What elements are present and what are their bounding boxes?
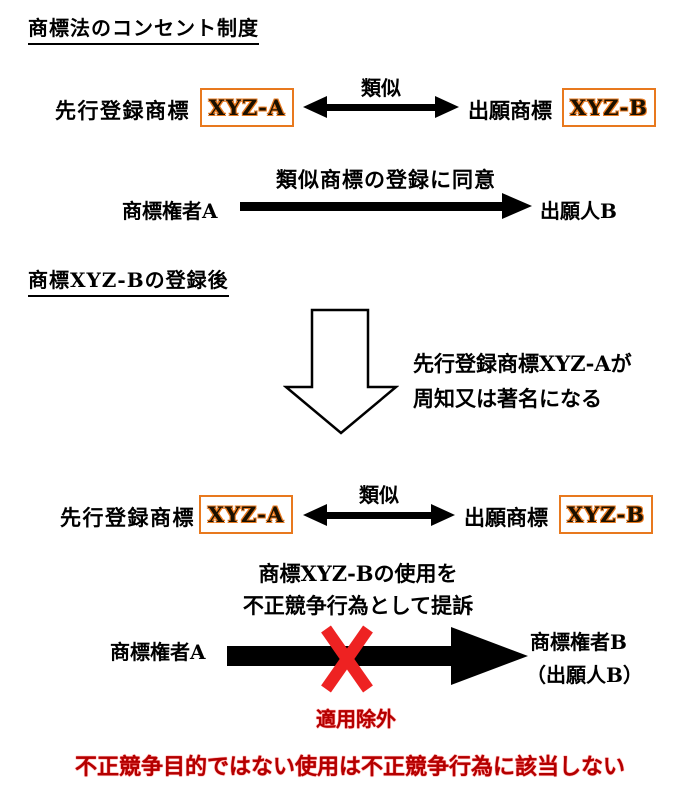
prior-registered-mark-label: 先行登録商標 (55, 98, 190, 123)
trademark-owner-b-line1: 商標権者B (530, 630, 627, 654)
applied-mark-label: 出願商標 (468, 98, 552, 123)
down-arrow (283, 308, 399, 435)
arrow-shaft (240, 201, 502, 211)
mark-text-xyz-a-2: XYZ-A (207, 502, 285, 527)
well-known-note-line2: 周知又は著名になる (413, 386, 602, 411)
prior-registered-mark-label-2: 先行登録商標 (60, 505, 195, 530)
lawsuit-caption-line2: 不正競争行為として提訴 (242, 593, 474, 618)
trademark-owner-a-label-2: 商標権者A (110, 640, 206, 664)
arrow-left-head (303, 504, 327, 526)
applicant-b-label: 出願人B (540, 199, 617, 223)
trademark-owner-a-label: 商標権者A (122, 199, 218, 223)
arrow-shaft (327, 103, 435, 111)
cross-x-icon (321, 625, 373, 693)
arrow-right-head (502, 193, 532, 219)
mark-box-xyz-a-2: XYZ-A (199, 495, 293, 534)
arrow-right-head (431, 504, 455, 526)
mark-text-xyz-b-2: XYZ-B (566, 502, 646, 527)
arrow-shaft (327, 511, 431, 519)
mark-box-xyz-b-2: XYZ-B (559, 495, 653, 534)
similarity-label: 類似 (361, 76, 401, 100)
consent-arrow (240, 193, 532, 219)
similarity-double-arrow-2 (303, 504, 455, 526)
footer-note: 不正競争目的ではない使用は不正競争行為に該当しない (74, 754, 625, 780)
mark-box-xyz-a: XYZ-A (200, 88, 294, 127)
applied-mark-label-2: 出願商標 (464, 505, 548, 530)
mark-box-xyz-b: XYZ-B (562, 88, 656, 127)
mark-text-xyz-a: XYZ-A (208, 95, 286, 120)
trademark-owner-b-label: 商標権者B （出願人B） (526, 626, 643, 692)
diagram-title: 商標法のコンセント制度 (28, 12, 259, 45)
mark-text-xyz-b: XYZ-B (569, 95, 649, 120)
consent-arrow-caption: 類似商標の登録に同意 (276, 167, 496, 192)
exclusion-label: 適用除外 (316, 707, 396, 731)
similarity-label-2: 類似 (359, 483, 399, 507)
trademark-owner-b-line2: （出願人B） (526, 663, 643, 687)
lawsuit-caption: 商標XYZ-Bの使用を 不正競争行為として提訴 (228, 558, 488, 622)
arrow-right-head (451, 627, 528, 685)
after-registration-heading: 商標XYZ-Bの登録後 (28, 264, 229, 297)
lawsuit-arrow (227, 627, 528, 685)
well-known-note-line1: 先行登録商標XYZ-Aが (413, 351, 632, 376)
well-known-note: 先行登録商標XYZ-Aが 周知又は著名になる (413, 346, 632, 416)
arrow-left-head (303, 96, 327, 118)
lawsuit-caption-line1: 商標XYZ-Bの使用を (258, 561, 458, 586)
arrow-right-head (435, 96, 459, 118)
similarity-double-arrow (303, 96, 459, 118)
